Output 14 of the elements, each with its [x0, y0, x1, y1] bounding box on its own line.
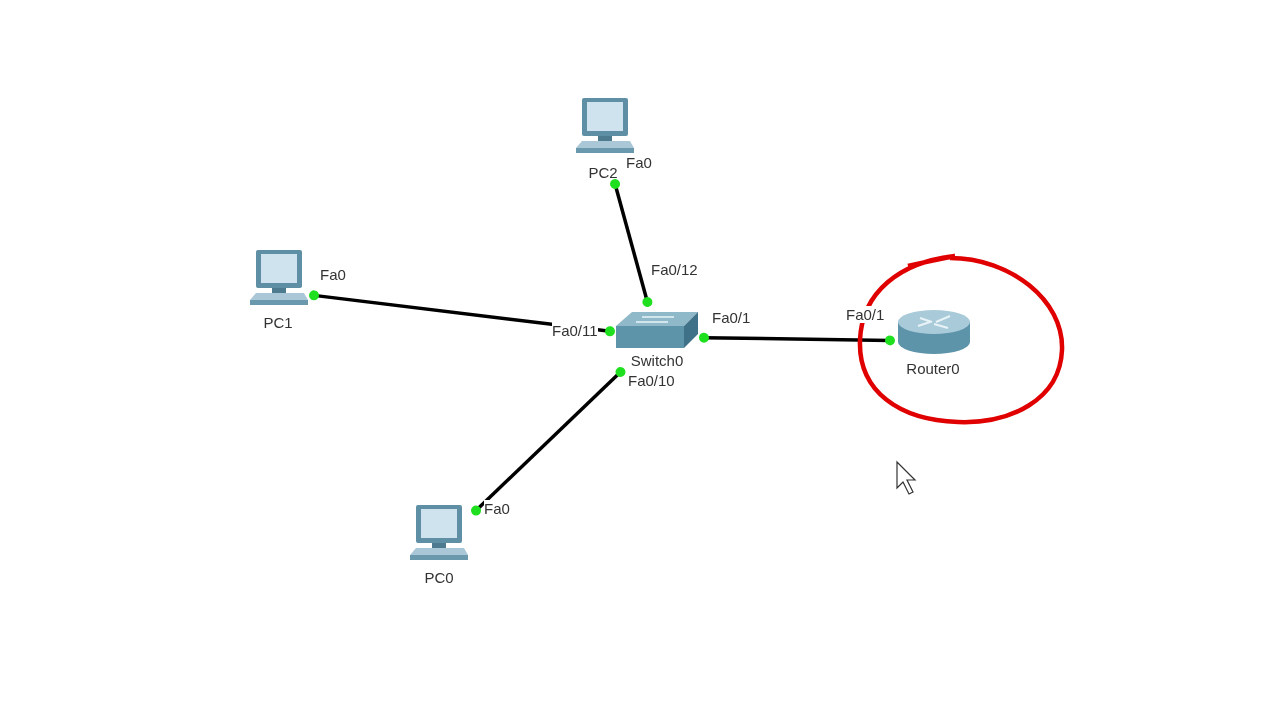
device-name: PC2 — [587, 164, 619, 181]
device-name: Router0 — [905, 360, 961, 377]
network-link — [699, 332, 895, 346]
port-label: Fa0/1 — [846, 306, 885, 323]
network-link — [610, 179, 653, 307]
port-label: Fa0/1 — [712, 309, 751, 326]
port-label: Fa0/11 — [552, 322, 598, 339]
port-label: Fa0 — [484, 500, 510, 517]
device-name: PC1 — [262, 314, 294, 331]
port-label: Fa0/12 — [651, 261, 698, 278]
network-link — [471, 367, 626, 516]
port-label: Fa0/10 — [628, 372, 675, 389]
device-name: Switch0 — [629, 352, 685, 369]
device-name: PC0 — [423, 569, 455, 586]
